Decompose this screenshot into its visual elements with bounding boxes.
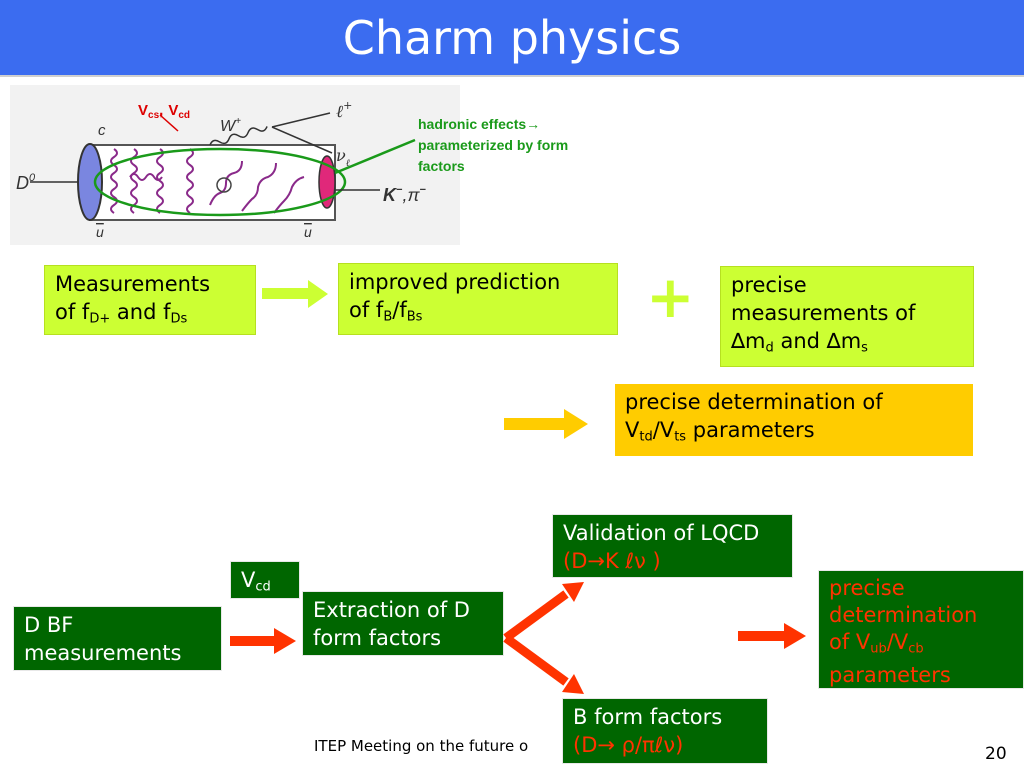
svg-text:D0: D0 [16,172,36,193]
title-bar [0,0,1024,77]
fb-prediction-box: improved prediction of fB/fBs [338,263,618,335]
svg-text:W+: W+ [220,116,241,135]
svg-text:Vcs,Vcd: Vcs,Vcd [138,102,190,121]
decay-diagram: Vcs,Vcd c W+ ℓ+ νℓ D0 u u K−,π− hadronic… [10,85,572,245]
extraction-box: Extraction of D form factors [302,591,504,656]
lepton-label: ℓ [336,102,343,122]
w-boson-label: W [220,118,237,135]
kaon-label: K [383,185,398,205]
neutrino-label: ν [336,146,346,165]
branch-arrows [503,582,584,694]
vtd-vts-box: precise determination of Vtd/Vts paramet… [615,384,973,456]
vcd-tag: Vcd [230,561,300,599]
ubar-right-label: u [304,224,312,240]
arrow-right-icon [262,280,328,308]
arrow-right-icon [738,623,806,649]
svg-text:νℓ: νℓ [336,146,350,169]
fd-measurements-box: Measurements of fD+ and fDs [44,265,256,335]
arrow-right-icon [504,409,588,439]
ubar-left-label: u [96,224,104,240]
plus-sign: + [646,263,695,331]
vcs-label: V [138,102,148,119]
page-number: 20 [985,744,1007,764]
svg-text:K−,π−: K−,π− [383,184,427,205]
arrow-right-icon [230,628,296,654]
vub-vcb-box: precise determination of Vub/Vcb paramet… [818,570,1024,689]
lqcd-validation-box: Validation of LQCD (D→K ℓν ) [552,514,793,578]
d0-label: D [16,173,29,193]
footer-text: ITEP Meeting on the future o [314,737,529,755]
slide-title: Charm physics [342,11,682,65]
svg-text:ℓ+: ℓ+ [336,99,352,122]
b-form-factors-box: B form factors (D→ ρ/πℓν) [562,698,768,764]
delta-m-box: precise measurements of ∆md and ∆ms [720,266,974,367]
vcd-label: V [168,102,178,119]
hadronic-note: hadronic effects→ parameterized by form … [418,116,572,174]
d-bf-measurements-box: D BF measurements [13,606,222,671]
c-quark-label: c [98,122,106,139]
